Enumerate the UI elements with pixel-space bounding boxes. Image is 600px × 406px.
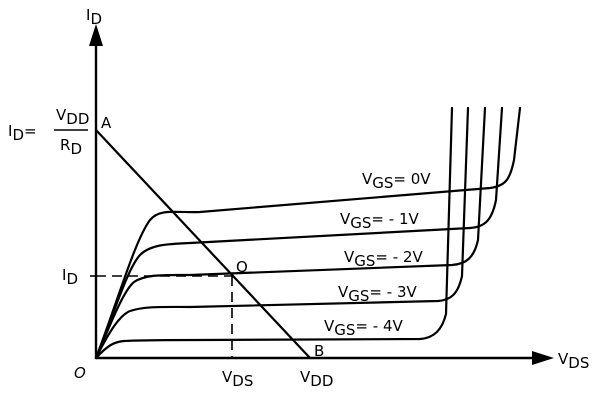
x-axis-label: VDS — [558, 350, 589, 372]
y-tick-label-id: ID — [62, 266, 78, 288]
curve-label-vgs-0v: VGS= 0V — [362, 170, 431, 192]
svg-text:VDD: VDD — [56, 106, 89, 128]
id-intercept-formula: ID= VDD RD — [8, 106, 89, 158]
x-tick-label-vds: VDS — [222, 368, 253, 390]
curve-label-vgs-minus-1v: VGS= - 1V — [340, 210, 419, 232]
x-tick-label-vdd: VDD — [300, 368, 333, 390]
origin-label: O — [74, 364, 86, 382]
y-axis-label: ID — [86, 6, 102, 28]
characteristic-curve-vgs-0v — [94, 106, 522, 360]
y-axis-arrowhead — [89, 24, 103, 46]
svg-text:RD: RD — [60, 136, 82, 158]
point-a-label: A — [101, 114, 112, 132]
svg-text:ID=: ID= — [8, 122, 37, 144]
characteristic-curve-vgs-minus-1v — [94, 106, 504, 360]
characteristic-curve-vgs-minus-3v — [94, 106, 470, 360]
curve-label-vgs-minus-4v: VGS= - 4V — [324, 317, 403, 339]
x-axis-arrowhead — [532, 351, 554, 365]
characteristic-curve-vgs-minus-4v — [94, 106, 454, 360]
curve-label-vgs-minus-2v: VGS= - 2V — [344, 248, 423, 270]
load-line — [95, 129, 311, 359]
q-point-label: Q — [236, 258, 248, 276]
curve-label-vgs-minus-3v: VGS= - 3V — [338, 283, 417, 305]
point-b-label: B — [314, 342, 324, 360]
characteristic-curve-vgs-minus-2v — [94, 106, 487, 360]
